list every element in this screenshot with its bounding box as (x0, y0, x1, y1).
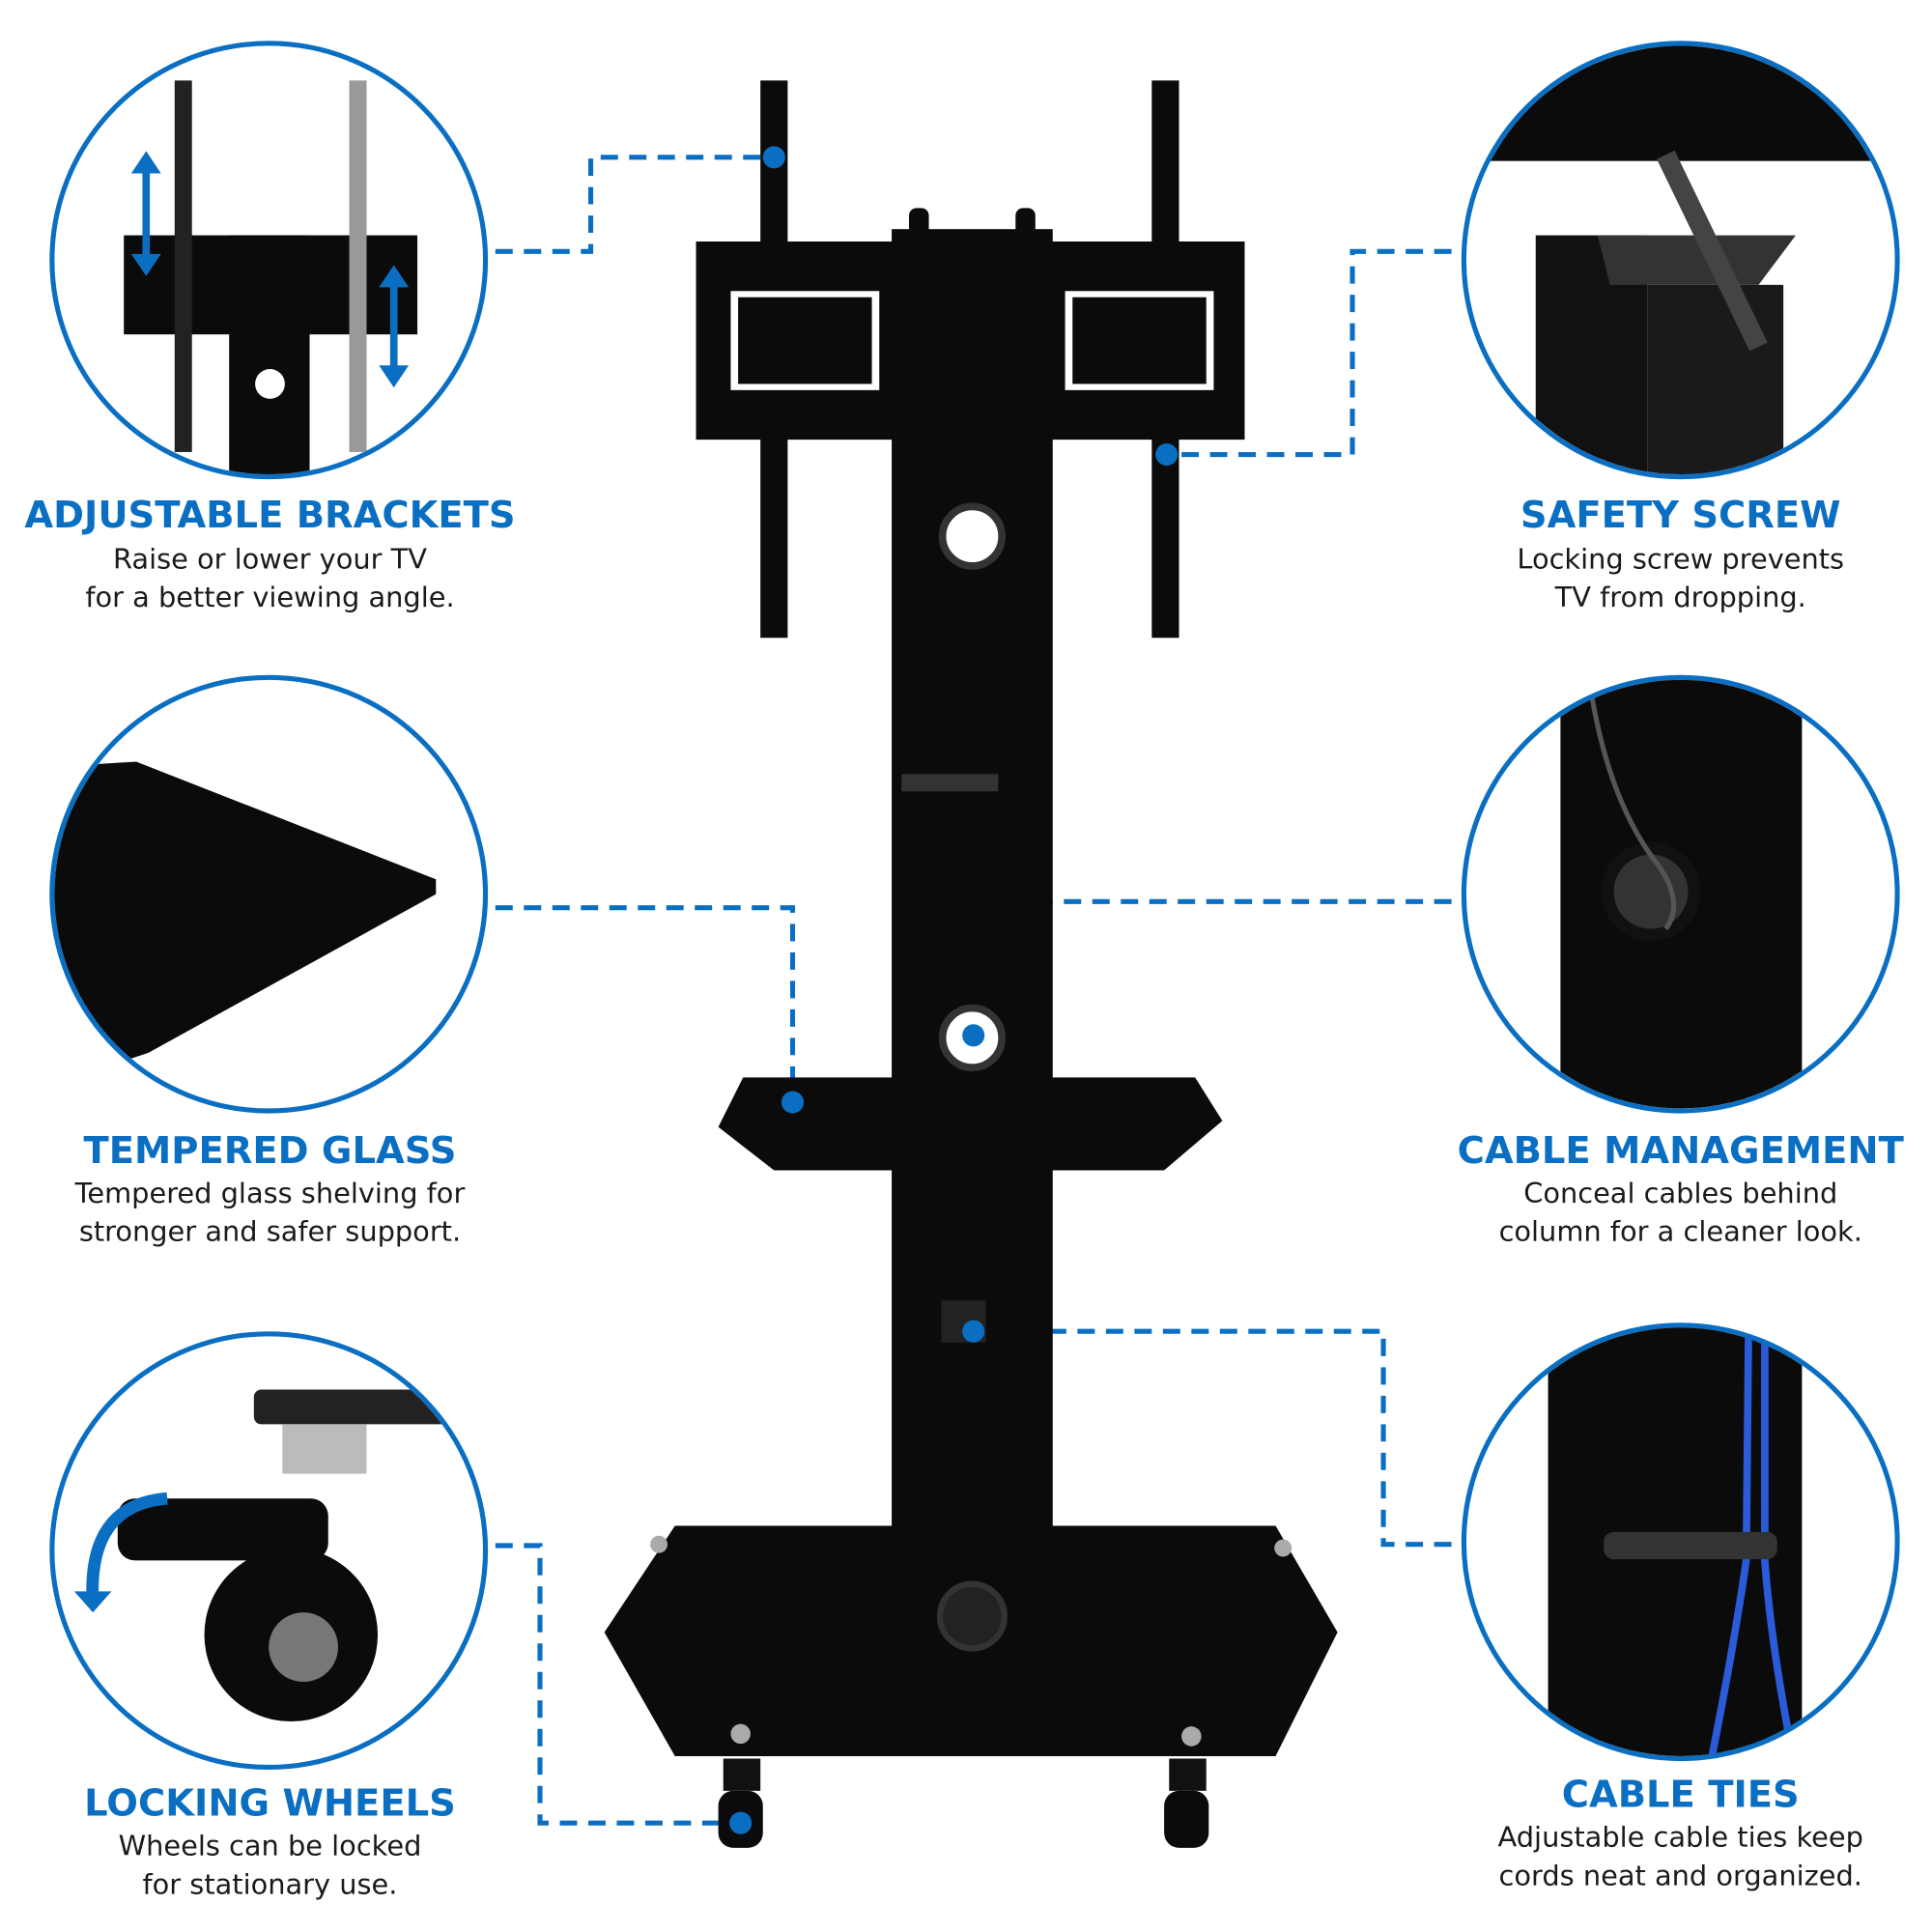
detail-safety-screw (1461, 41, 1900, 480)
feature-title: SAFETY SCREW (1520, 494, 1841, 537)
feature-cable-management: CABLE MANAGEMENT Conceal cables behind c… (1458, 1129, 1905, 1248)
feature-title: LOCKING WHEELS (84, 1781, 456, 1825)
glass-shelf (718, 1077, 1223, 1171)
detail-adjustable-brackets (49, 41, 489, 480)
feature-description: cords neat and organized. (1499, 1859, 1862, 1891)
feature-tempered-glass: TEMPERED GLASS Tempered glass shelving f… (74, 1129, 466, 1248)
tv-stand-product (604, 80, 1338, 1848)
detail-cable-ties (1461, 1322, 1900, 1762)
feature-adjustable-brackets: ADJUSTABLE BRACKETS Raise or lower your … (24, 494, 515, 613)
feature-title: CABLE MANAGEMENT (1458, 1129, 1905, 1173)
feature-description: stronger and safer support. (79, 1215, 461, 1248)
feature-title: CABLE TIES (1562, 1774, 1800, 1817)
feature-description: Adjustable cable ties keep (1498, 1821, 1863, 1854)
feature-description: for a better viewing angle. (85, 581, 454, 613)
feature-description: Wheels can be locked (119, 1830, 422, 1862)
feature-description: Conceal cables behind (1523, 1177, 1837, 1209)
screw-icon (1657, 150, 1768, 352)
feature-description: column for a cleaner look. (1499, 1215, 1862, 1248)
leader-lines (495, 155, 1452, 1826)
feature-description: Tempered glass shelving for (74, 1177, 466, 1209)
callout-dots (729, 146, 1179, 1834)
caster-wheel (1164, 1758, 1209, 1848)
rotate-arrow-icon (86, 1492, 168, 1605)
feature-title: ADJUSTABLE BRACKETS (24, 494, 515, 537)
feature-locking-wheels: LOCKING WHEELS Wheels can be locked for … (84, 1781, 456, 1900)
detail-locking-wheels (49, 1331, 489, 1771)
feature-description: Raise or lower your TV (113, 542, 427, 575)
detail-cable-management (1461, 674, 1900, 1114)
feature-safety-screw: SAFETY SCREW Locking screw prevents TV f… (1517, 494, 1844, 613)
caster-wheel (718, 1758, 763, 1848)
feature-description: for stationary use. (143, 1867, 398, 1900)
detail-tempered-glass (49, 674, 489, 1114)
column (892, 229, 1053, 1734)
feature-description: TV from dropping. (1554, 581, 1806, 613)
feature-cable-ties: CABLE TIES Adjustable cable ties keep co… (1498, 1774, 1863, 1892)
feature-title: TEMPERED GLASS (84, 1129, 457, 1173)
feature-description: Locking screw prevents (1517, 542, 1844, 575)
